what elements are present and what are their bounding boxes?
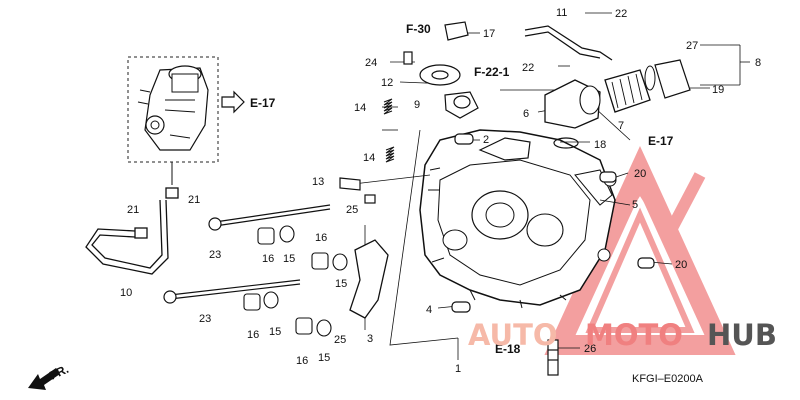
callout-4: 4 xyxy=(426,304,432,316)
watermark-word-moto: MOTO xyxy=(585,318,683,352)
callout-16a: 16 xyxy=(262,253,274,265)
callout-15b: 15 xyxy=(335,278,347,290)
callout-18: 18 xyxy=(594,139,606,151)
callout-3: 3 xyxy=(367,333,373,345)
nuts-washers xyxy=(243,225,348,337)
callout-24: 24 xyxy=(365,57,377,69)
callout-15c: 15 xyxy=(269,326,281,338)
callout-25a: 25 xyxy=(346,204,358,216)
watermark-word-hub: HUB xyxy=(707,318,777,352)
studs xyxy=(163,204,331,304)
callout-labels: 1 2 3 4 5 6 7 8 9 10 11 12 13 14 14 15 1… xyxy=(120,7,761,375)
callout-16c: 16 xyxy=(247,329,259,341)
callout-16d: 16 xyxy=(296,355,308,367)
callout-11: 11 xyxy=(556,7,567,19)
callout-5: 5 xyxy=(632,199,638,211)
callout-22a: 22 xyxy=(615,8,627,20)
callout-26: 26 xyxy=(584,343,596,355)
callout-10: 10 xyxy=(120,287,132,299)
cylinder-head xyxy=(419,129,617,309)
callout-12: 12 xyxy=(381,77,393,89)
callout-22b: 22 xyxy=(522,62,534,74)
callout-20b: 20 xyxy=(675,259,687,271)
watermark-text: AUTO MOTO HUB xyxy=(468,318,777,352)
side-plate xyxy=(349,239,389,319)
callout-14b: 14 xyxy=(363,152,375,164)
callout-27: 27 xyxy=(686,40,698,52)
vent-tube xyxy=(85,187,179,275)
breather-hose xyxy=(524,25,613,61)
ref-f30: F-30 xyxy=(406,22,431,36)
callout-2: 2 xyxy=(483,134,489,146)
callout-25b: 25 xyxy=(334,334,346,346)
callout-23b: 23 xyxy=(199,313,211,325)
callout-23a: 23 xyxy=(209,249,221,261)
callout-15a: 15 xyxy=(283,253,295,265)
callout-21a: 21 xyxy=(127,204,139,216)
callout-8: 8 xyxy=(755,57,761,69)
intake-pipe xyxy=(544,59,691,129)
callout-14a: 14 xyxy=(354,102,366,114)
ref-e17-top: E-17 xyxy=(250,96,276,110)
watermark-word-auto: AUTO xyxy=(468,318,558,352)
callout-13: 13 xyxy=(312,176,324,188)
ref-e17-right: E-17 xyxy=(648,134,674,148)
spark-plug-and-pins xyxy=(451,133,655,376)
springs xyxy=(383,98,395,163)
ref-e18: E-18 xyxy=(495,342,521,356)
diagram-code: KFGI–E0200A xyxy=(632,373,704,385)
carburetor-inset xyxy=(127,56,245,185)
front-label: FR. xyxy=(47,362,70,383)
callout-19: 19 xyxy=(712,84,724,96)
callout-7: 7 xyxy=(618,120,624,132)
callout-9: 9 xyxy=(414,99,420,111)
ref-f22-1: F-22-1 xyxy=(474,65,510,79)
callout-17: 17 xyxy=(483,28,495,40)
callout-16b: 16 xyxy=(315,232,327,244)
front-arrow-icon xyxy=(28,368,60,390)
reference-labels: F-30 F-22-1 E-17 E-17 E-18 xyxy=(250,22,674,356)
callout-15d: 15 xyxy=(318,352,330,364)
callout-20a: 20 xyxy=(634,168,646,180)
callout-21b: 21 xyxy=(188,194,200,206)
small-parts xyxy=(339,21,479,204)
callout-1: 1 xyxy=(455,363,461,375)
callout-6: 6 xyxy=(523,108,529,120)
